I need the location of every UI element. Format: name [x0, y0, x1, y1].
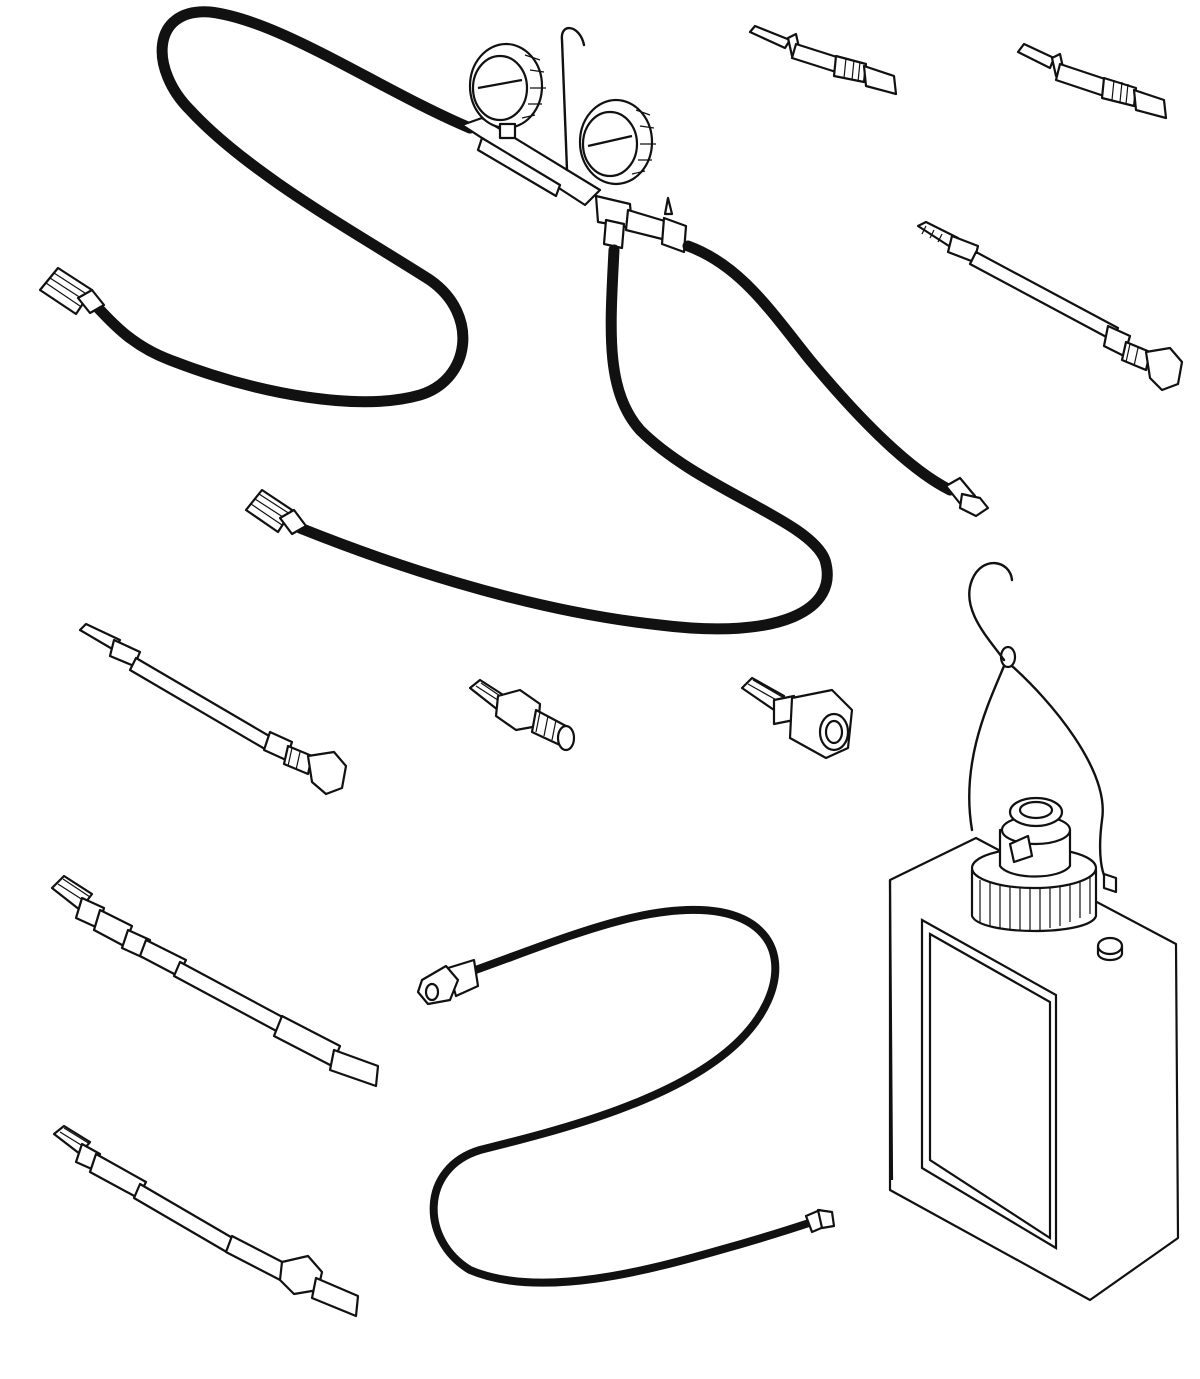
- elbow-fitting: [416, 958, 480, 1006]
- manifold-left-hose: [92, 6, 476, 408]
- bottle-cap: [970, 796, 1098, 933]
- manifold-hook: [560, 27, 586, 172]
- manifold-right-hose: [682, 240, 956, 496]
- hose-end-fitting-left: [38, 266, 106, 316]
- coupler-adapter-1: [748, 24, 898, 96]
- gauge-low-pressure: [468, 42, 546, 140]
- long-adapter-2: [52, 1124, 360, 1318]
- female-nut-adapter: [740, 676, 854, 760]
- extension-adapter-1: [916, 220, 1184, 392]
- gauge-high-pressure: [578, 98, 656, 186]
- flare-adapter: [468, 678, 576, 752]
- hose-end-fitting-right: [944, 476, 990, 518]
- bottle-hook: [968, 561, 1014, 662]
- coupler-adapter-2: [1016, 42, 1168, 120]
- manifold-center-hose: [294, 244, 833, 635]
- elbow-hose: [429, 905, 816, 1287]
- long-adapter-1: [50, 874, 380, 1088]
- extension-adapter-2: [78, 622, 348, 796]
- oil-bottle-with-hook: [888, 561, 1180, 1302]
- manifold-gauge-set: [38, 6, 990, 635]
- hose-end-fitting-center: [244, 488, 308, 536]
- hose-end-fitting-bottom: [804, 1208, 836, 1234]
- bottle-label-panel: [920, 918, 1058, 1250]
- hose-with-elbow: [416, 905, 836, 1287]
